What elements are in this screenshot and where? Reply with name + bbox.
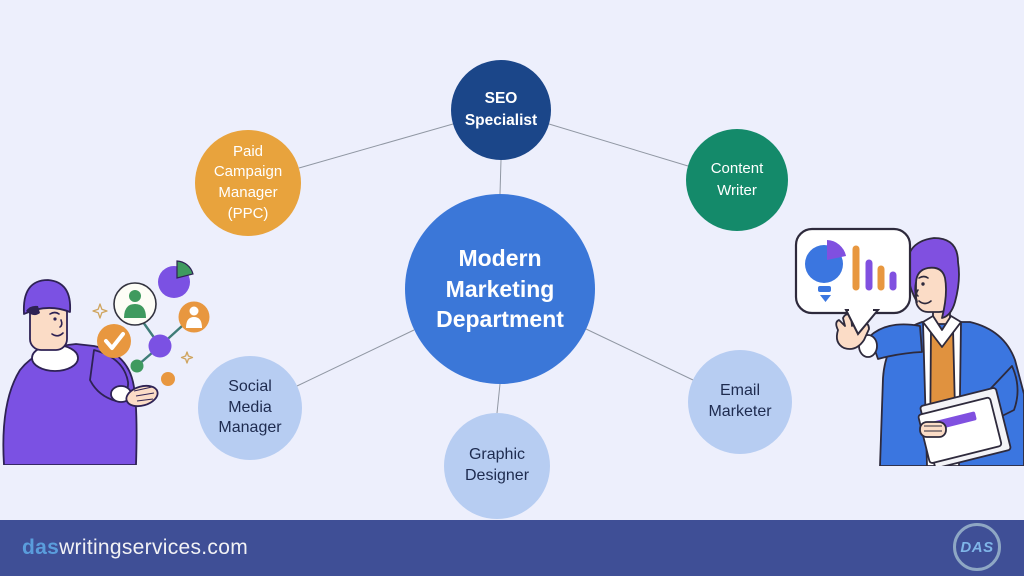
footer-domain-text: daswritingservices.com bbox=[22, 536, 248, 560]
user-badge-icon bbox=[113, 282, 157, 326]
node-social-media-manager: Social Media Manager bbox=[198, 356, 302, 460]
node-content-writer: Content Writer bbox=[686, 129, 788, 231]
sparkle-icon bbox=[92, 303, 194, 364]
marketing-icons-cluster bbox=[92, 260, 210, 386]
node-seo-specialist: SEO Specialist bbox=[451, 60, 551, 160]
connector bbox=[298, 123, 454, 169]
left-illustration bbox=[2, 260, 210, 465]
user-circle-icon bbox=[178, 301, 210, 333]
das-logo: DAS bbox=[953, 523, 1001, 571]
footer-domain-rest: writingservices.com bbox=[59, 536, 249, 559]
footer-bar: daswritingservices.com DAS bbox=[0, 520, 1024, 576]
connector bbox=[499, 159, 502, 195]
documents bbox=[917, 387, 1012, 466]
connector bbox=[548, 123, 689, 167]
node-email-marketer: Email Marketer bbox=[688, 350, 792, 454]
network-nodes-icon bbox=[130, 321, 183, 386]
node-graphic-designer: Graphic Designer bbox=[444, 413, 550, 519]
connector bbox=[496, 383, 501, 414]
right-illustration bbox=[794, 227, 1024, 466]
connector bbox=[585, 328, 694, 381]
speech-bubble bbox=[794, 227, 912, 336]
footer-domain-prefix: das bbox=[22, 536, 60, 559]
lightbulb-pie-icon bbox=[805, 240, 846, 302]
bar-chart-icon bbox=[852, 245, 897, 291]
connector bbox=[296, 329, 415, 387]
analyst-person bbox=[835, 237, 1024, 466]
marketer-person bbox=[2, 279, 159, 465]
node-paid-campaign-manager: Paid Campaign Manager (PPC) bbox=[195, 130, 301, 236]
pie-chart-icon bbox=[158, 260, 194, 298]
das-logo-text: DAS bbox=[960, 538, 994, 556]
center-node-title: Modern Marketing Department bbox=[405, 194, 595, 384]
checkmark-icon bbox=[97, 324, 131, 358]
